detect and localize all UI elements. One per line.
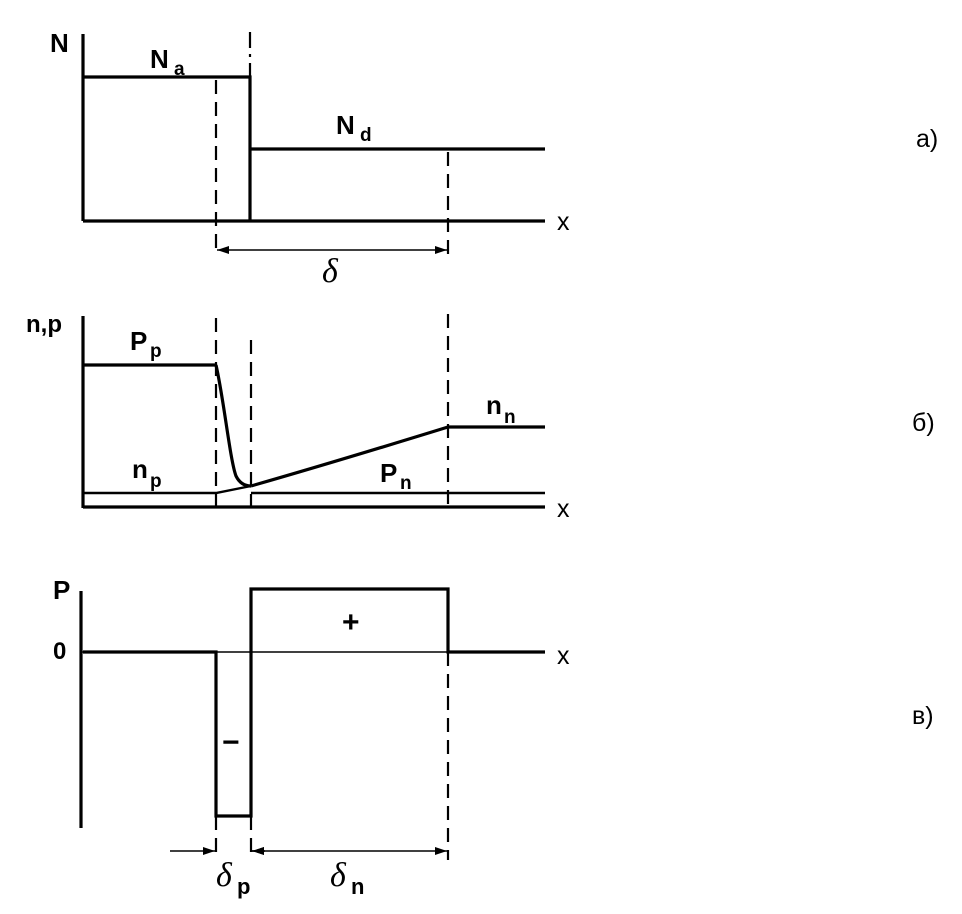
panel-b-tag: б) (912, 409, 935, 437)
panel-c-zero-label: 0 (53, 638, 66, 665)
panel-b: n,p x P p n p n n P n б) (26, 311, 935, 523)
delta-n-label: δ (330, 857, 347, 894)
np-label-sub: p (150, 471, 162, 492)
panel-b-x-axis-label: x (557, 495, 570, 523)
pp-falloff-curve (214, 364, 252, 488)
delta-n-label-sub: n (351, 874, 364, 899)
panel-c-x-axis-label: x (557, 642, 570, 670)
charge-density-profile (83, 587, 545, 818)
panel-c: P 0 x + − δ p δ n в) (53, 575, 934, 899)
np-label: n (132, 454, 148, 484)
panel-a-x-axis-label: x (557, 208, 570, 236)
donor-label: N (336, 110, 355, 140)
panel-a-tag: а) (916, 125, 938, 153)
acceptor-label-sub: a (174, 59, 185, 80)
delta-p-label: δ (216, 857, 233, 894)
positive-charge-sign: + (342, 606, 360, 639)
acceptor-concentration-line (83, 75, 252, 221)
pn-label: P (380, 458, 397, 488)
panel-b-y-axis-label: n,p (26, 311, 62, 338)
delta-p-label-sub: p (237, 874, 250, 899)
nn-rise-curve (250, 425, 449, 488)
donor-label-sub: d (360, 125, 372, 146)
acceptor-label: N (150, 44, 169, 74)
pp-label-sub: p (150, 341, 162, 362)
depletion-width-label: δ (322, 253, 339, 290)
pn-label-sub: n (400, 473, 412, 494)
panel-c-tag: в) (912, 702, 934, 730)
nn-label: n (486, 390, 502, 420)
nn-label-sub: n (504, 407, 516, 428)
np-concentration-line (83, 484, 252, 495)
panel-c-y-axis-label: P (53, 575, 70, 605)
panel-a-y-axis-label: N (50, 28, 69, 58)
negative-charge-sign: − (222, 726, 240, 759)
panel-a: N x N a N d δ а) (50, 28, 938, 290)
pp-label: P (130, 326, 147, 356)
